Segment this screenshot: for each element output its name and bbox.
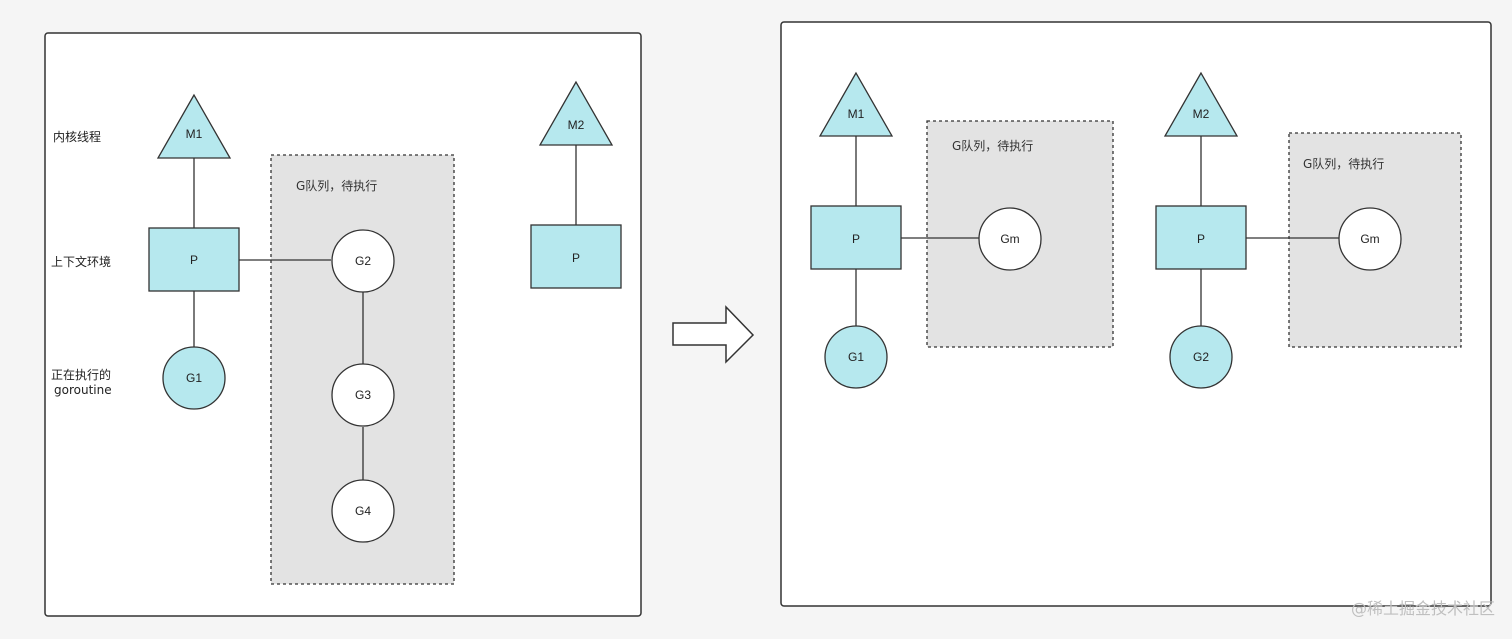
m1-label-right: M1 <box>848 107 865 121</box>
g2-label-right: G2 <box>1193 350 1209 364</box>
p-context-box <box>148 227 240 292</box>
g1-label-right: G1 <box>848 350 864 364</box>
left-panel: 内核线程 上下文环境 正在执行的 goroutine G队列，待执行 M1 P … <box>44 32 642 617</box>
label-kernel-thread: 内核线程 <box>53 129 101 144</box>
g2-circle <box>331 229 395 293</box>
right-panel: G队列，待执行 M1 P G1 Gm G队列，待执行 M2 P G2 <box>780 21 1492 607</box>
p-label-right-1: P <box>852 232 860 246</box>
label-running-line1: 正在执行的 <box>51 367 111 382</box>
right-group-2: G队列，待执行 M2 P G2 Gm <box>1155 71 1462 389</box>
gm-label-1: Gm <box>1000 232 1019 246</box>
right-group-1: G队列，待执行 M1 P G1 Gm <box>810 71 1114 389</box>
transition-arrow <box>672 305 755 364</box>
g-queue-label-2: G队列，待执行 <box>1303 156 1384 171</box>
p-label: P <box>190 253 198 267</box>
m1-label: M1 <box>186 127 203 141</box>
gm-circle-2 <box>1338 207 1402 271</box>
label-running-line2: goroutine <box>54 383 112 397</box>
g4-circle <box>331 479 395 543</box>
g2-circle-right <box>1169 325 1233 389</box>
m2-label-right: M2 <box>1193 107 1210 121</box>
p2-label: P <box>572 251 580 265</box>
label-context: 上下文环境 <box>51 254 111 269</box>
p-box-right-1 <box>810 205 902 270</box>
m2-triangle-right <box>1163 71 1239 137</box>
g2-label: G2 <box>355 254 371 268</box>
m1-triangle <box>156 93 232 159</box>
m2-label: M2 <box>568 118 585 132</box>
g1-label: G1 <box>186 371 202 385</box>
g4-label: G4 <box>355 504 371 518</box>
g1-circle <box>162 346 226 410</box>
p2-context-box <box>530 224 622 289</box>
p-box-right-2 <box>1155 205 1247 270</box>
gm-circle-1 <box>978 207 1042 271</box>
m1-triangle-right <box>818 71 894 137</box>
g3-label: G3 <box>355 388 371 402</box>
g-queue-label: G队列，待执行 <box>296 178 377 193</box>
gm-label-2: Gm <box>1360 232 1379 246</box>
g3-circle <box>331 363 395 427</box>
g1-circle-right <box>824 325 888 389</box>
watermark: @稀土掘金技术社区 <box>1351 599 1495 618</box>
m2-triangle <box>538 80 614 146</box>
p-label-right-2: P <box>1197 232 1205 246</box>
g-queue-label-1: G队列，待执行 <box>952 138 1033 153</box>
